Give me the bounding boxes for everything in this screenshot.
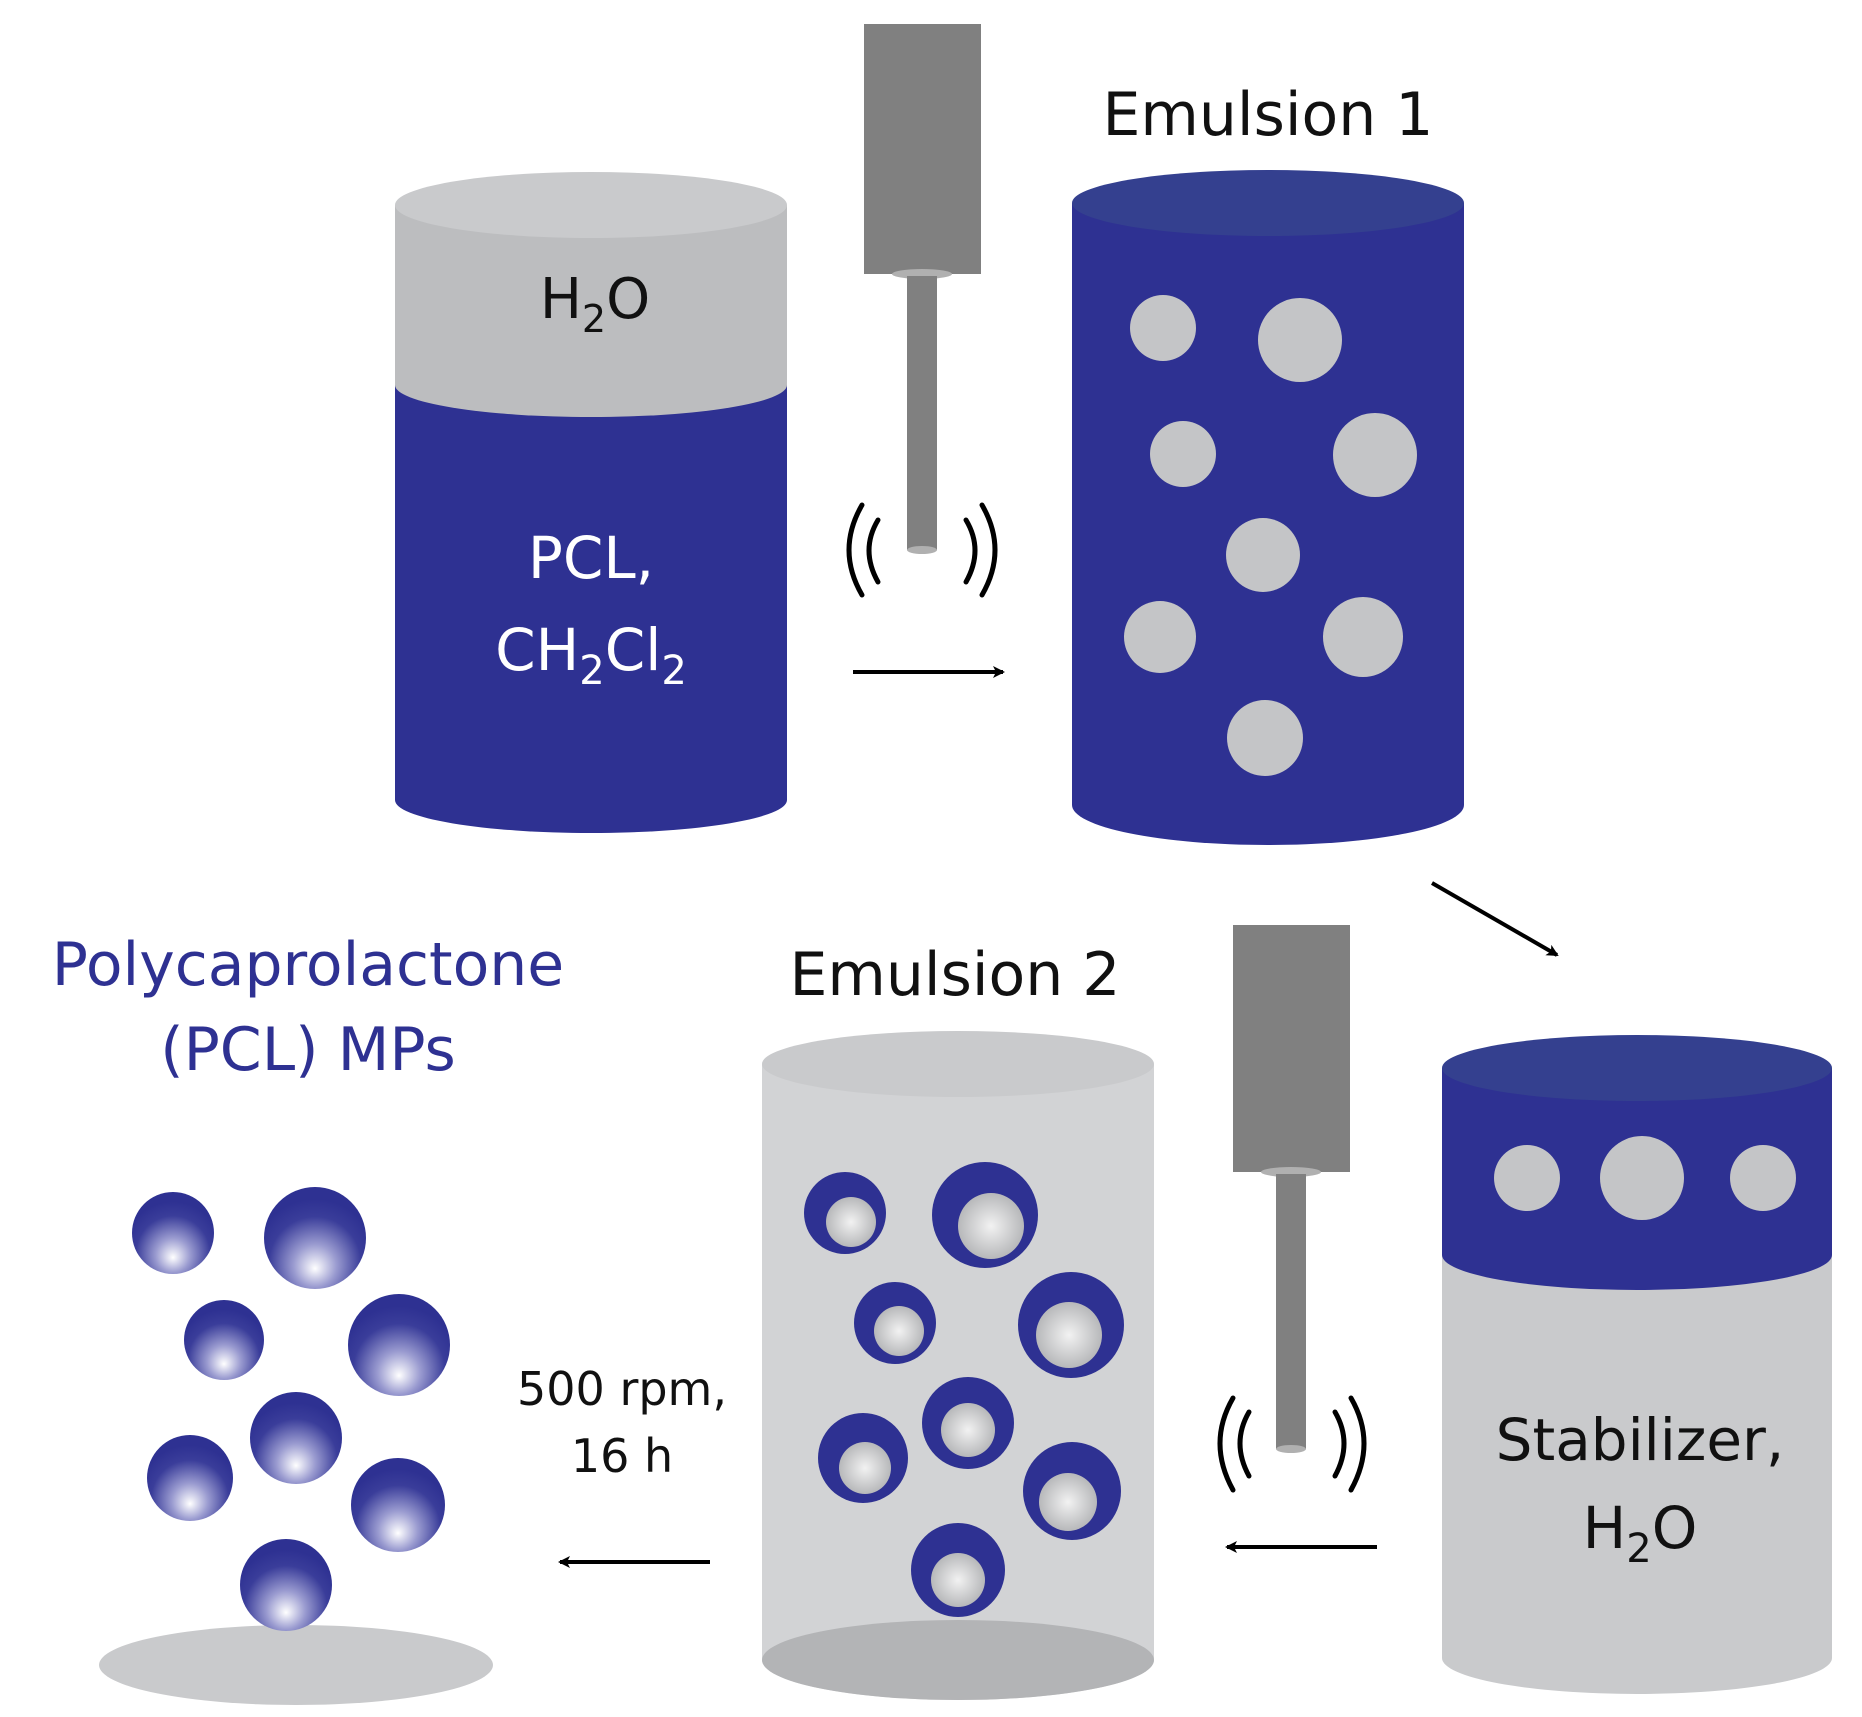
beaker-1-water-label: H2O <box>540 267 650 341</box>
emulsion-1-top <box>1072 170 1464 236</box>
sonicator-probe-2 <box>1217 925 1367 1493</box>
stir-condition-line2: 16 h <box>571 1429 673 1483</box>
beaker-1: H2O PCL, CH2Cl2 <box>395 172 787 833</box>
probe-1-tip-end <box>907 546 937 554</box>
beaker-3-label-line2: H2O <box>1583 1494 1698 1572</box>
emulsion-1-beaker <box>1072 170 1464 845</box>
emulsion-2-top <box>762 1031 1154 1097</box>
probe-1-tip <box>907 276 937 550</box>
droplet <box>1494 1145 1560 1211</box>
product-microparticles <box>132 1187 450 1631</box>
droplet <box>1124 601 1196 673</box>
beaker-3: Stabilizer, H2O <box>1442 1035 1832 1694</box>
double-droplet <box>804 1172 886 1254</box>
microparticle <box>240 1539 332 1631</box>
probe-2-housing <box>1233 925 1350 1172</box>
double-droplet <box>1023 1442 1121 1540</box>
droplet <box>1150 421 1216 487</box>
droplet <box>1600 1136 1684 1220</box>
emulsion-1-title: Emulsion 1 <box>1103 80 1434 150</box>
microparticle <box>184 1300 264 1380</box>
beaker-1-organic-label-line1: PCL, <box>528 524 654 592</box>
double-droplet <box>911 1523 1005 1617</box>
beaker-1-organic-label-line2: CH2Cl2 <box>495 616 687 694</box>
microparticle <box>132 1192 214 1274</box>
microparticle <box>348 1294 450 1396</box>
double-droplet <box>818 1413 908 1503</box>
beaker-1-water-phase <box>395 205 787 417</box>
ultrasound-waves-2 <box>1217 1395 1367 1493</box>
emulsion-2-title: Emulsion 2 <box>790 940 1121 1010</box>
droplet <box>1226 518 1300 592</box>
emulsion-2-bottom-shadow <box>762 1620 1154 1700</box>
probe-2-tip <box>1276 1174 1306 1449</box>
product-title-line1: Polycaprolactone <box>52 930 564 1000</box>
product-dish <box>99 1625 493 1705</box>
beaker-3-water-phase <box>1442 1255 1832 1694</box>
droplet <box>1130 295 1196 361</box>
sonicator-probe-1 <box>846 24 998 598</box>
beaker-3-top <box>1442 1035 1832 1101</box>
beaker-1-organic-phase <box>395 385 787 833</box>
droplet <box>1730 1145 1796 1211</box>
microparticle <box>351 1458 445 1552</box>
droplet <box>1227 700 1303 776</box>
ultrasound-waves-1 <box>846 502 998 598</box>
microparticle <box>147 1435 233 1521</box>
double-droplet <box>1018 1272 1124 1378</box>
droplet <box>1323 597 1403 677</box>
double-droplet <box>932 1162 1038 1268</box>
emulsion-2-beaker <box>762 1031 1154 1700</box>
microparticle <box>250 1392 342 1484</box>
double-droplet <box>922 1377 1014 1469</box>
double-droplet <box>854 1282 936 1364</box>
microparticle <box>264 1187 366 1289</box>
beaker-3-label-line1: Stabilizer, <box>1496 1406 1785 1474</box>
beaker-3-droplets <box>1494 1136 1796 1220</box>
droplet <box>1258 298 1342 382</box>
emulsion-1-droplets <box>1124 295 1417 776</box>
product-title-line2: (PCL) MPs <box>160 1015 456 1085</box>
emulsion-2-double-droplets <box>804 1162 1124 1617</box>
stir-condition-line1: 500 rpm, <box>517 1362 727 1416</box>
probe-2-tip-end <box>1276 1445 1306 1453</box>
probe-1-housing <box>864 24 981 274</box>
droplet <box>1333 413 1417 497</box>
arrow-to-stabilizer <box>1431 881 1559 957</box>
beaker-1-top <box>395 172 787 238</box>
